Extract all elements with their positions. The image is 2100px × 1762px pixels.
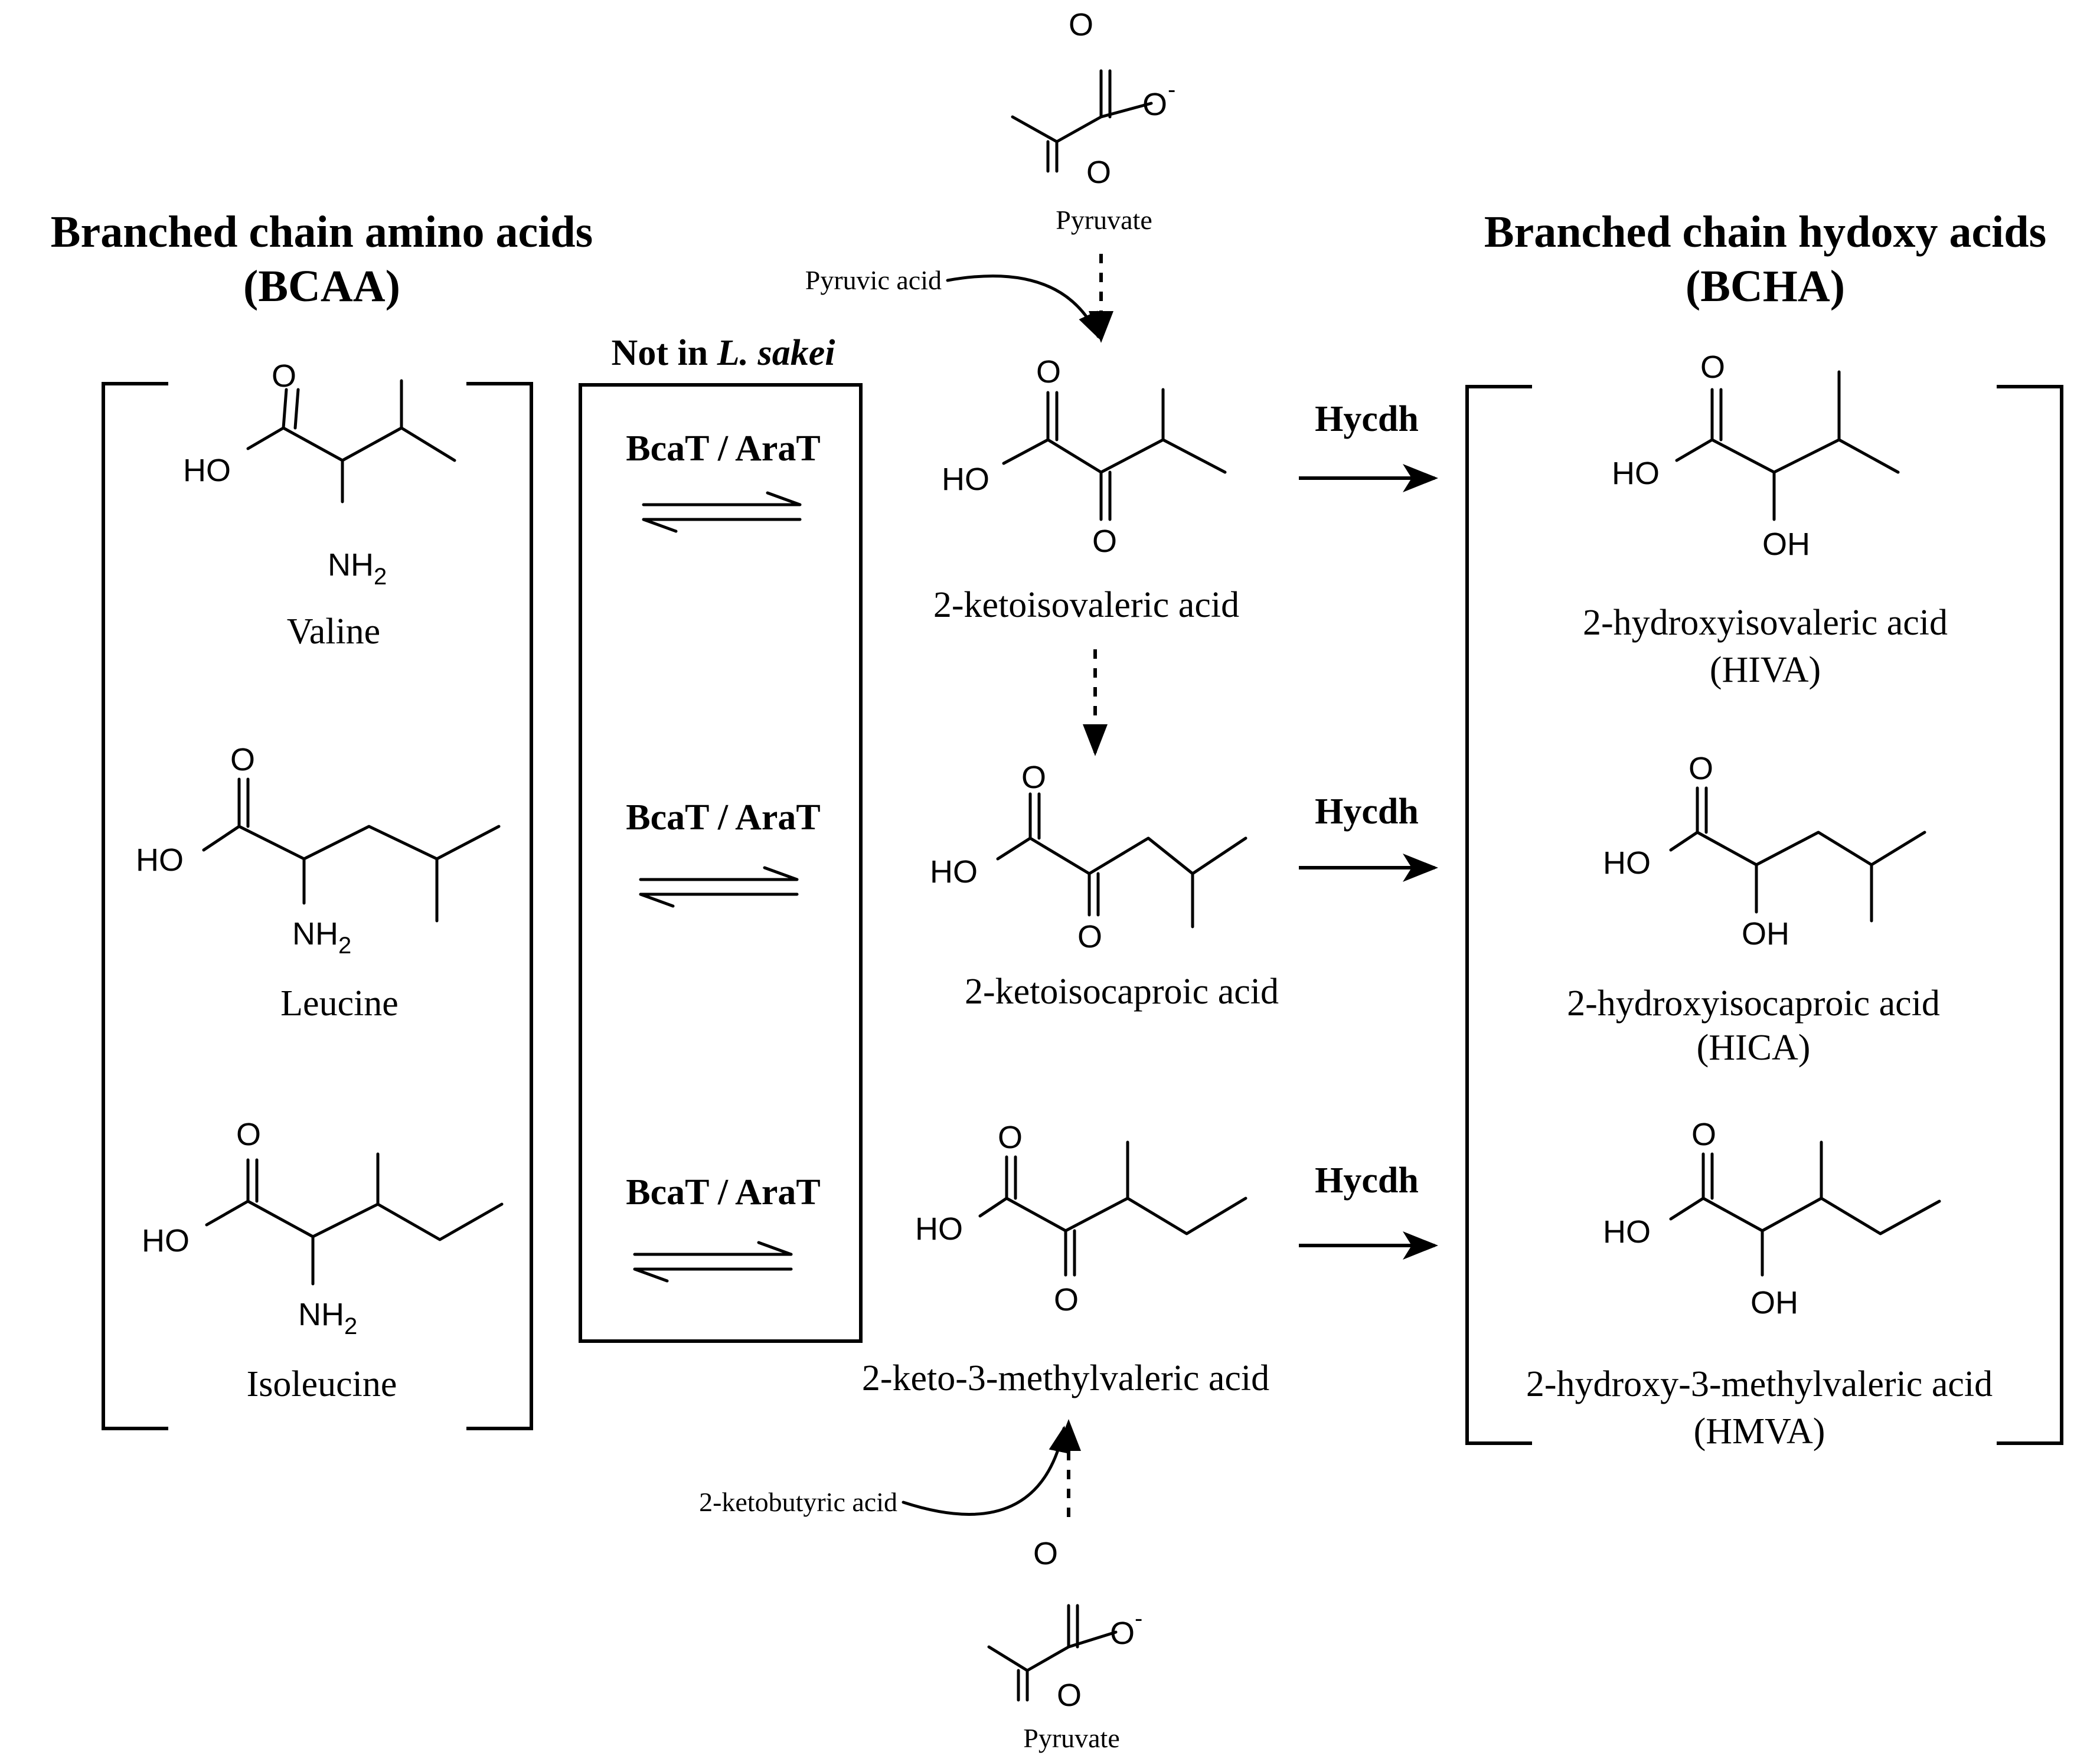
atom-o-minus: O (1142, 87, 1167, 122)
ketoisovaleric-structure: HO O O (942, 354, 1227, 559)
enzyme-hycdh-1: Hycdh (1315, 399, 1419, 439)
hmva-label: 2-hydroxy-3-methylvaleric acid (1526, 1364, 1993, 1404)
atom-oh: OH (1750, 1285, 1798, 1320)
bcaa-right-bracket (466, 382, 533, 1430)
atom-nh2: NH2 (292, 916, 351, 959)
atom-o: O (272, 358, 296, 394)
atom-ho: HO (930, 854, 978, 890)
atom-o-minus: O (1110, 1616, 1135, 1651)
atom-nh2: NH2 (328, 547, 387, 590)
leucine-structure: HO O NH2 (136, 742, 501, 959)
keto-methylvaleric-label: 2-keto-3-methylvaleric acid (862, 1358, 1269, 1398)
valine-structure: HO O NH2 (183, 358, 456, 590)
pyruvate-top-label: Pyruvate (1056, 205, 1152, 235)
atom-o: O (1700, 349, 1725, 385)
atom-o: O (1054, 1282, 1079, 1318)
ketoisocaproic-structure: HO O O (930, 760, 1247, 954)
bcha-title: Branched chain hydoxy acids (1484, 207, 2046, 257)
enzyme-bcat-arat-3: BcaT / AraT (626, 1172, 821, 1212)
hiva-label: 2-hydroxyisovaleric acid (1583, 603, 1948, 643)
hica-label: 2-hydroxyisocaproic acid (1567, 983, 1940, 1024)
atom-o: O (1691, 1117, 1716, 1152)
atom-nh2: NH2 (298, 1297, 357, 1339)
subscript-2: 2 (374, 564, 387, 590)
not-in-lsakei-box (579, 383, 863, 1343)
bcaa-title: Branched chain amino acids (51, 207, 593, 257)
enzyme-bcat-arat-2: BcaT / AraT (626, 797, 821, 838)
hiva-abbr: (HIVA) (1710, 650, 1821, 690)
atom-o: O (998, 1120, 1023, 1155)
isoleucine-structure: HO O NH2 (142, 1117, 504, 1339)
isoleucine-label: Isoleucine (247, 1364, 397, 1404)
pyruvic-acid-label: Pyruvic acid (805, 265, 942, 295)
bcha-abbr: (BCHA) (1686, 261, 1845, 311)
subscript-2: 2 (338, 933, 351, 959)
subscript-2: 2 (344, 1313, 357, 1339)
leucine-label: Leucine (280, 983, 399, 1024)
equilibrium-arrow-1 (642, 491, 802, 533)
atom-ho: HO (1603, 1214, 1651, 1250)
atom-o: O (1036, 354, 1061, 390)
atom-o: O (236, 1117, 261, 1152)
atom-o: O (1069, 7, 1093, 43)
curved-arrow-pyruvic-acid (946, 274, 1100, 339)
hmva-abbr: (HMVA) (1694, 1411, 1825, 1452)
species-name: L. sakei (717, 333, 835, 373)
valine-label: Valine (287, 612, 380, 652)
enzyme-hycdh-3: Hycdh (1315, 1160, 1419, 1201)
atom-o: O (1086, 155, 1111, 190)
ketoisovaleric-label: 2-ketoisovaleric acid (933, 585, 1239, 625)
pyruvate-bottom-label: Pyruvate (1023, 1723, 1120, 1753)
enzyme-bcat-arat-1: BcaT / AraT (626, 429, 821, 469)
bcaa-abbr: (BCAA) (243, 261, 400, 311)
equilibrium-arrow-2 (639, 866, 799, 908)
curved-arrow-ketobutyric-acid (902, 1426, 1069, 1516)
atom-o: O (1033, 1536, 1058, 1571)
pyruvate-bottom-structure: O O - O (987, 1536, 1142, 1713)
atom-o: O (230, 742, 255, 777)
hmva-structure: HO O OH (1603, 1117, 1941, 1320)
atom-ho: HO (142, 1223, 190, 1258)
atom-ho: HO (1612, 456, 1660, 491)
equilibrium-arrow-3 (633, 1241, 793, 1283)
ketoisocaproic-label: 2-ketoisocaproic acid (965, 972, 1279, 1012)
ketobutyric-acid-label: 2-ketobutyric acid (699, 1487, 897, 1517)
atom-o: O (1092, 524, 1117, 559)
pyruvate-top-structure: O O - O (1011, 7, 1175, 190)
bcaa-left-bracket (102, 382, 168, 1430)
hiva-structure: HO O OH (1612, 349, 1900, 562)
atom-ho: HO (136, 842, 184, 878)
atom-nh: NH (292, 916, 338, 952)
atom-o: O (1077, 919, 1102, 954)
hica-structure: HO O OH (1603, 751, 1926, 952)
keto-methylvaleric-structure: HO O O (915, 1120, 1247, 1318)
minus-sign: - (1168, 77, 1175, 103)
hica-abbr: (HICA) (1697, 1028, 1811, 1068)
enzyme-hycdh-2: Hycdh (1315, 792, 1419, 832)
atom-oh: OH (1742, 916, 1789, 952)
not-in-lsakei-label: Not in L. sakei (612, 333, 835, 373)
atom-nh: NH (298, 1297, 344, 1332)
not-in-prefix: Not in (612, 333, 717, 373)
atom-ho: HO (1603, 845, 1651, 881)
minus-sign: - (1135, 1606, 1142, 1632)
atom-nh: NH (328, 547, 374, 583)
atom-ho: HO (183, 453, 231, 488)
bcha-right-bracket (1997, 385, 2063, 1445)
atom-o: O (1057, 1678, 1082, 1713)
atom-oh: OH (1762, 527, 1810, 562)
atom-o: O (1021, 760, 1046, 795)
atom-o: O (1689, 751, 1713, 786)
bcha-left-bracket (1465, 385, 1532, 1445)
atom-ho: HO (915, 1211, 963, 1247)
atom-ho: HO (942, 462, 989, 497)
